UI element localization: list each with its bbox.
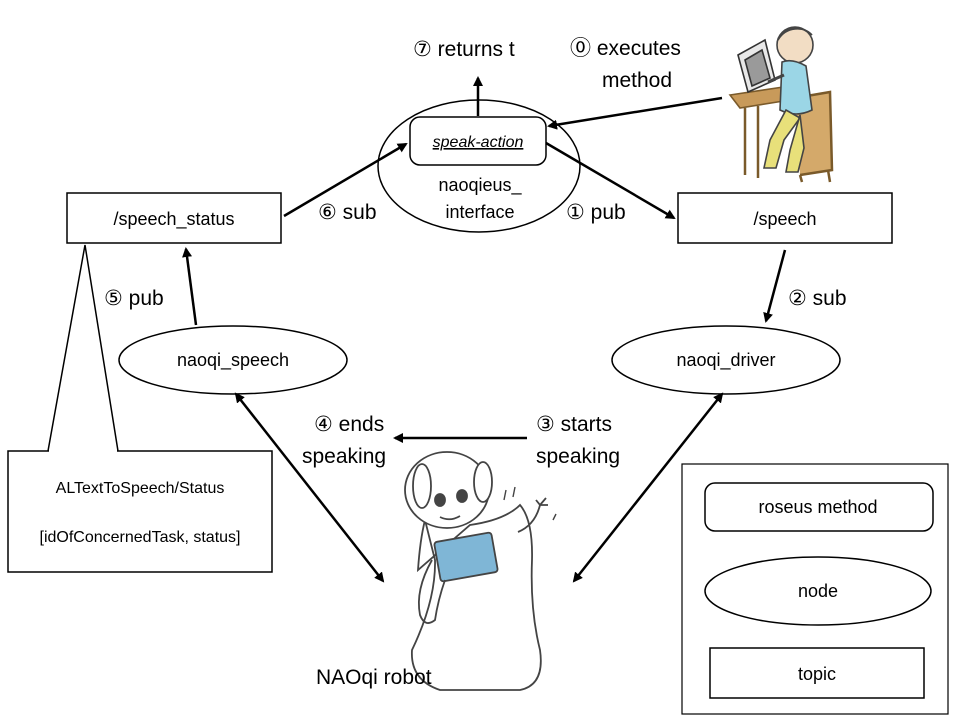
robot-label: NAOqi robot	[316, 666, 432, 689]
legend-topic-shape	[709, 647, 925, 699]
status-callout-line1: ALTextToSpeech/Status	[56, 480, 225, 497]
step-3-label-line1: ③ starts	[536, 413, 612, 436]
arrow-execute-method	[547, 96, 723, 130]
topic-speech-status-label: /speech_status	[113, 209, 234, 230]
step-4-label-line2: speaking	[302, 445, 386, 468]
naoqi-robot-illustration	[404, 451, 557, 691]
legend-node-shape	[704, 556, 932, 626]
legend-node-label: node	[798, 581, 838, 601]
interface-name-line2: interface	[445, 202, 514, 222]
step-7-label: ⑦ returns t	[413, 38, 515, 61]
topic-speech-label: /speech	[753, 209, 816, 229]
arrow-driver-node-robot	[572, 392, 724, 583]
legend-topic-label: topic	[798, 664, 836, 684]
step-2-label: ② sub	[788, 287, 847, 310]
interface-name-line1: naoqieus_	[438, 175, 522, 196]
speak-action-label: speak-action	[433, 134, 524, 151]
status-callout-pointer	[47, 244, 119, 452]
arrow-sub-status	[283, 142, 408, 218]
topic-speech-status-box	[66, 192, 282, 244]
person-at-computer-illustration	[728, 26, 834, 183]
node-naoqi-speech	[118, 325, 348, 395]
arrow-speech-node-robot	[234, 392, 385, 583]
legend-method-shape	[704, 482, 934, 532]
arrow-pub-speech	[545, 141, 676, 220]
step-3-label-line2: speaking	[536, 445, 620, 468]
arrow-pub-status	[182, 247, 198, 326]
node-naoqi-speech-label: naoqi_speech	[177, 350, 289, 371]
step-0-label-line1: ⓪ executes	[570, 37, 681, 60]
step-4-label-line1: ④ ends	[314, 413, 384, 436]
step-1-label: ① pub	[566, 201, 626, 224]
status-callout-box	[7, 450, 273, 573]
node-naoqi-driver-label: naoqi_driver	[676, 350, 775, 371]
step-5-label: ⑤ pub	[104, 287, 164, 310]
step-6-label: ⑥ sub	[318, 201, 377, 224]
speak-action-method-box	[409, 116, 547, 166]
node-naoqi-driver	[611, 325, 841, 395]
arrow-sub-speech	[763, 249, 787, 323]
status-callout-line2: [idOfConcernedTask, status]	[40, 529, 241, 546]
step-0-label-line2: method	[602, 69, 672, 92]
legend-method-label: roseus method	[758, 497, 877, 517]
topic-speech-box	[677, 192, 893, 244]
